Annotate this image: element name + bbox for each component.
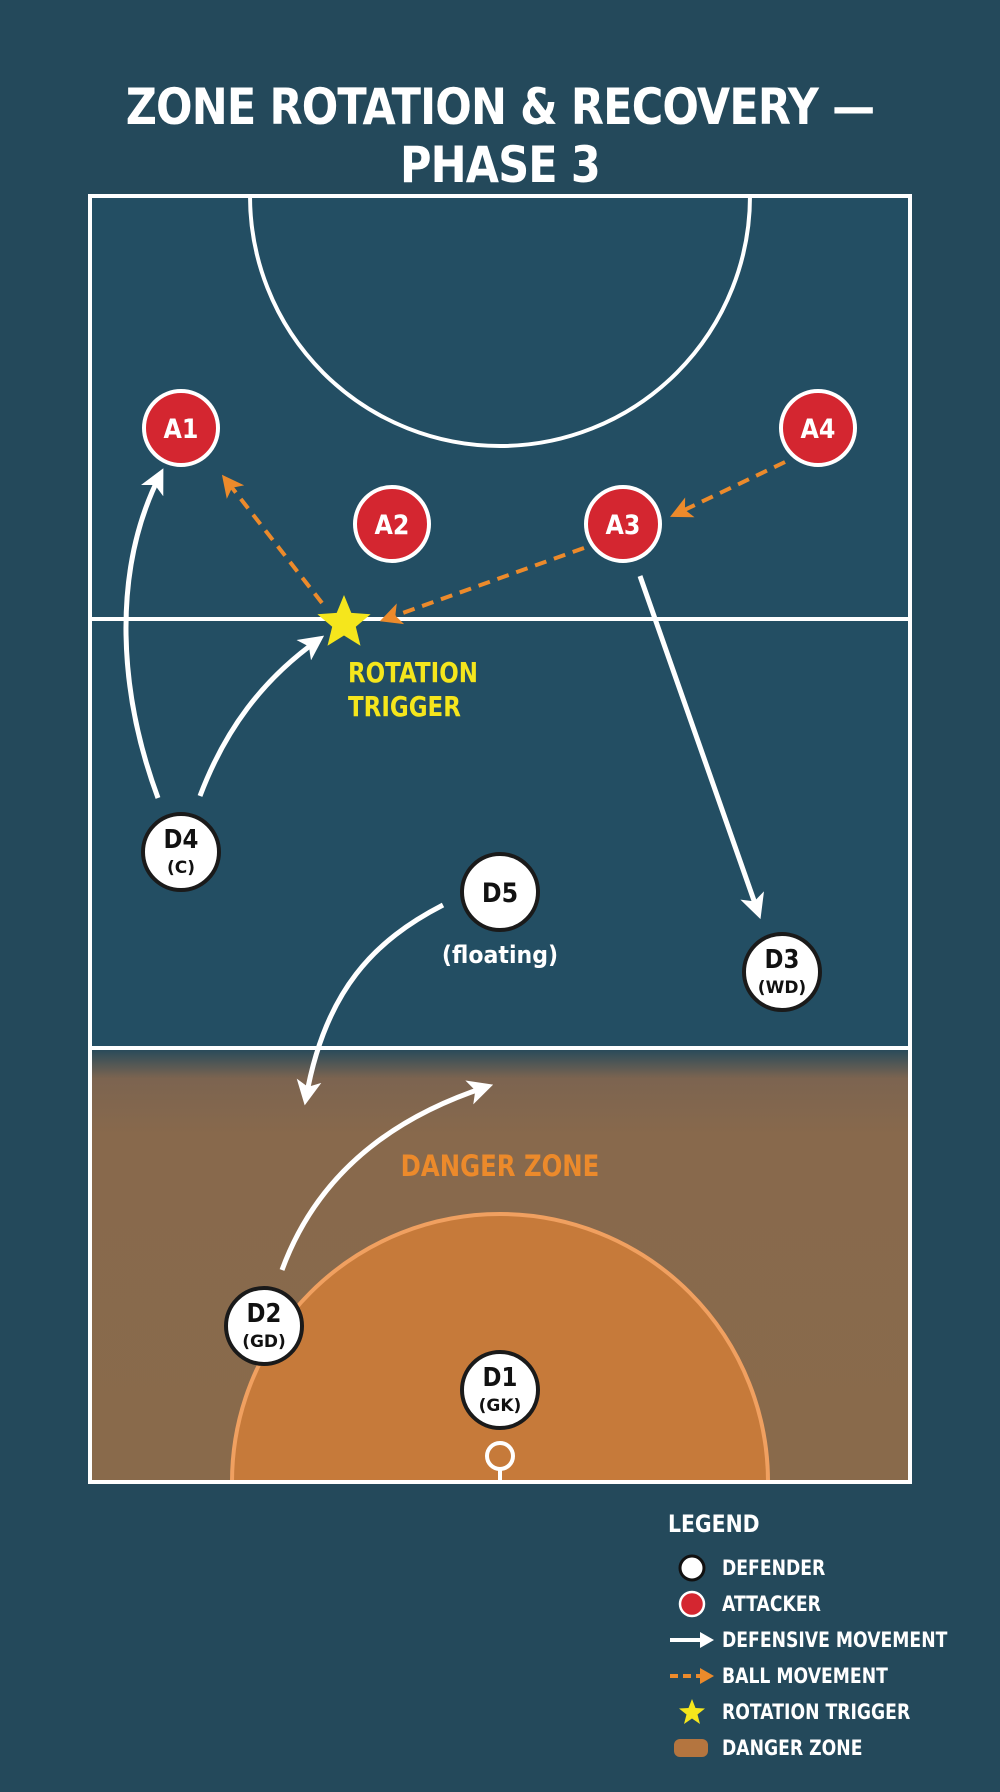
defender-d4-id: D4 [164,824,199,855]
attacker-a2-label: A2 [375,509,410,541]
rotation-trigger-label-line2: TRIGGER [348,691,461,724]
legend-label-rotation-trigger: ROTATION TRIGGER [722,1700,911,1724]
legend-item-defender: DEFENDER [668,1550,997,1586]
defensive-arrow-d4-a1 [123,468,164,799]
attacker-a1: A1 [142,389,220,467]
attacker-a4: A4 [779,389,857,467]
defender-d5-role: (floating) [442,942,558,969]
legend-item-attacker: ATTACKER [668,1586,997,1622]
ball-arrow-a3-trigger [379,546,585,625]
legend-label-defender: DEFENDER [722,1556,826,1580]
defensive-arrow-a3-d3 [637,575,764,920]
attacker-a3-label: A3 [606,509,641,541]
defender-d5-id: D5 [482,877,518,909]
defender-d2-id: D2 [247,1298,282,1329]
defender-d4: D4 (C) [141,812,221,892]
rotation-trigger-label-line1: ROTATION [348,657,478,690]
legend-item-danger-zone: DANGER ZONE [668,1730,997,1766]
rotation-trigger-star-icon [317,595,371,646]
danger-zone-label: DANGER ZONE [401,1150,600,1184]
danger-swatch-icon [668,1733,716,1763]
legend-label-ball-movement: BALL MOVEMENT [722,1664,888,1688]
legend-item-rotation-trigger: ROTATION TRIGGER [668,1694,997,1730]
defender-d5: D5 (floating) [442,852,558,969]
ball-arrow-trigger-a1 [221,474,324,605]
defender-d1-role: (GK) [479,1396,522,1416]
defender-d1: D1 (GK) [460,1350,540,1430]
defender-d2-role: (GD) [242,1332,286,1352]
defender-d2: D2 (GD) [224,1286,304,1366]
defender-d3-role: (WD) [758,978,806,998]
defender-dot-icon [668,1553,716,1583]
legend-label-danger-zone: DANGER ZONE [722,1736,863,1760]
attacker-a3: A3 [584,485,662,563]
attacker-dot-icon [668,1589,716,1619]
legend-item-defensive-movement: DEFENSIVE MOVEMENT [668,1622,997,1658]
legend-item-ball-movement: BALL MOVEMENT [668,1658,997,1694]
legend-label-attacker: ATTACKER [722,1592,821,1616]
attacker-a4-label: A4 [801,413,836,445]
star-icon [668,1697,716,1727]
legend: LEGEND DEFENDER ATTACKER DEFENSIVE MOVEM… [668,1510,997,1766]
legend-label-defensive-movement: DEFENSIVE MOVEMENT [722,1628,948,1652]
defender-d3-id: D3 [765,944,800,975]
defender-d1-id: D1 [483,1362,518,1393]
defender-d3: D3 (WD) [742,932,822,1012]
solid-arrow-icon [668,1625,716,1655]
defensive-arrow-d5-danger [296,902,445,1106]
attacker-a1-label: A1 [164,413,199,445]
diagram-title: ZONE ROTATION & RECOVERY — PHASE 3 [125,78,875,194]
defender-d4-role: (C) [167,858,195,878]
attacker-a2: A2 [353,485,431,563]
ball-arrow-a4-a3 [670,460,786,518]
defensive-arrow-d2-forward [279,1080,494,1271]
legend-title: LEGEND [668,1510,760,1538]
dashed-arrow-icon [668,1661,716,1691]
top-arc [248,196,752,448]
defensive-arrow-d4-trigger [197,635,325,797]
